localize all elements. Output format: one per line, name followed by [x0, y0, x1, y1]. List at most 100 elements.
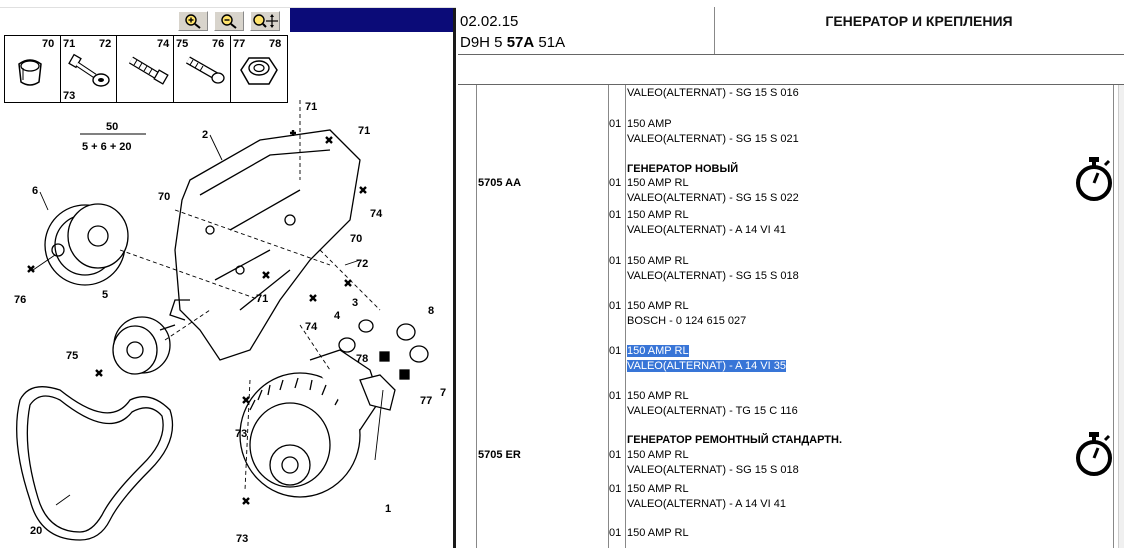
part-label: 2: [202, 129, 208, 141]
catalog-date: 02.02.15: [460, 13, 519, 30]
part-description: 150 AMP RL: [627, 449, 689, 461]
bolt-icon: [128, 56, 169, 85]
fraction-bottom: 5 + 6 + 20: [82, 141, 132, 153]
zoom-fit-icon: [253, 14, 278, 28]
row-line: 150 AMP RL: [627, 300, 689, 312]
fraction-top: 50: [106, 121, 118, 133]
zoom-in-button[interactable]: [178, 11, 208, 31]
row-line: BOSCH - 0 124 615 027: [627, 315, 746, 327]
row-line: 150 AMP RL: [627, 527, 689, 539]
quantity: 01: [609, 300, 622, 312]
part-description: VALEO(ALTERNAT) - A 14 VI 41: [627, 224, 786, 236]
part-description: 150 AMP: [627, 118, 672, 130]
part-label: 3: [352, 297, 358, 309]
stopwatch-icon[interactable]: [1073, 430, 1115, 478]
part-label: 76: [14, 294, 26, 306]
part-cell-75-76: 75 76: [174, 36, 231, 102]
vertical-scrollbar[interactable]: [1118, 85, 1124, 548]
part-number: 77: [233, 38, 246, 50]
part-number: 70: [42, 38, 55, 50]
part-number: 74: [157, 38, 170, 50]
row-line: 150 AMP RL: [627, 345, 689, 357]
row-line: ГЕНЕРАТОР РЕМОНТНЫЙ СТАНДАРТН.: [627, 434, 842, 446]
engine-code: D9H 5 57A 51A: [460, 34, 565, 51]
row-line: 150 AMP RL: [627, 449, 689, 461]
part-label: 71: [305, 101, 317, 113]
quantity: 01: [609, 255, 622, 267]
header-info: 02.02.15 D9H 5 57A 51A: [458, 7, 715, 54]
part-number: 76: [212, 38, 225, 50]
part-label: 7: [440, 387, 446, 399]
quantity: 01: [609, 177, 622, 189]
engine-code-suffix: 51A: [538, 34, 566, 51]
part-label: 5: [102, 289, 108, 301]
row-line: 150 AMP RL: [627, 209, 689, 221]
quantity: 01: [609, 209, 622, 221]
part-cell-70: 70: [5, 36, 61, 102]
part-label: 70: [158, 191, 170, 203]
part-number: 71: [63, 38, 76, 50]
part-description: BOSCH - 0 124 615 027: [627, 315, 747, 327]
part-number: 78: [269, 38, 282, 50]
part-label: 8: [428, 305, 434, 317]
part-description: 150 AMP RL: [627, 300, 689, 312]
exploded-parts-diagram: 50 5 + 6 + 20 71 71 2 6 70 74 70 72 76 7…: [14, 100, 446, 545]
parts-legend-strip: 70 71 72 73 74: [4, 35, 288, 103]
quantity: 01: [609, 390, 622, 402]
row-line: 150 AMP: [627, 118, 672, 130]
bolt-icon: [186, 56, 225, 84]
part-description: VALEO(ALTERNAT) - TG 15 C 116: [627, 405, 798, 417]
zoom-fit-button[interactable]: [250, 11, 280, 31]
part-label: 73: [236, 533, 248, 545]
quantity: 01: [609, 483, 622, 495]
part-description: VALEO(ALTERNAT) - SG 15 S 016: [627, 87, 799, 99]
part-description: VALEO(ALTERNAT) - A 14 VI 35: [627, 360, 786, 372]
part-description: 150 AMP RL: [627, 209, 689, 221]
row-line: VALEO(ALTERNAT) - SG 15 S 018: [627, 464, 799, 476]
header-divider: [458, 54, 1124, 55]
row-line: VALEO(ALTERNAT) - SG 15 S 016: [627, 87, 799, 99]
part-label: 73: [235, 428, 247, 440]
spacer-sleeve-icon: [18, 59, 42, 86]
part-description: 150 AMP RL: [627, 255, 689, 267]
page-title: ГЕНЕРАТОР И КРЕПЛЕНИЯ: [825, 13, 1013, 29]
part-label: 4: [334, 310, 341, 322]
part-reference: 5705 AA: [478, 177, 522, 189]
toolbar-dark-band: [290, 8, 456, 32]
part-description: VALEO(ALTERNAT) - SG 15 S 022: [627, 192, 799, 204]
part-label: 71: [256, 293, 268, 305]
part-label: 72: [356, 258, 368, 270]
part-description: VALEO(ALTERNAT) - SG 15 S 021: [627, 133, 799, 145]
row-line: VALEO(ALTERNAT) - A 14 VI 41: [627, 498, 786, 510]
row-line: VALEO(ALTERNAT) - TG 15 C 116: [627, 405, 798, 417]
part-description: 150 AMP RL: [627, 345, 689, 357]
zoom-out-button[interactable]: [214, 11, 244, 31]
row-line: 150 AMP RL: [627, 390, 689, 402]
part-description: 150 AMP RL: [627, 483, 689, 495]
nut-icon: [240, 57, 278, 85]
row-line: ГЕНЕРАТОР НОВЫЙ: [627, 163, 738, 175]
quantity: 01: [609, 345, 622, 357]
engine-code-prefix: D9H 5: [460, 34, 503, 51]
part-label: 74: [305, 321, 318, 333]
group-heading: ГЕНЕРАТОР НОВЫЙ: [627, 163, 739, 175]
diagram-toolbar: [0, 8, 456, 32]
part-description: VALEO(ALTERNAT) - A 14 VI 41: [627, 498, 786, 510]
part-description: VALEO(ALTERNAT) - SG 15 S 018: [627, 270, 799, 282]
row-line: 150 AMP RL: [627, 177, 689, 189]
engine-code-bold: 57A: [506, 34, 535, 51]
zoom-out-icon: [221, 14, 237, 29]
zoom-in-icon: [185, 14, 201, 29]
pane-divider[interactable]: [453, 8, 456, 548]
part-number: 75: [176, 38, 189, 50]
parts-list-pane: 02.02.15 D9H 5 57A 51A ГЕНЕРАТОР И КРЕПЛ…: [458, 0, 1124, 548]
part-number: 72: [99, 38, 112, 50]
part-label: 71: [358, 125, 370, 137]
stopwatch-icon[interactable]: [1073, 155, 1115, 203]
bolt-washer-icon: [68, 53, 110, 87]
part-description: 150 AMP RL: [627, 390, 689, 402]
quantity: 01: [609, 118, 622, 130]
part-label: 75: [66, 350, 78, 362]
row-line: VALEO(ALTERNAT) - A 14 VI 41: [627, 224, 786, 236]
parts-diagram-pane: 70 71 72 73 74: [0, 0, 456, 548]
